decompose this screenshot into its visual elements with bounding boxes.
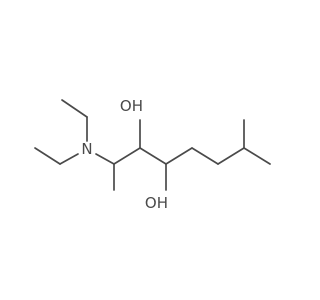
bond-c2-c3: [113, 147, 141, 165]
bond-c5-c6: [191, 147, 219, 165]
nitrogen-label: N: [81, 140, 92, 158]
bond-c6-c7: [217, 147, 245, 165]
hydroxyl-label-bottom: OH: [145, 194, 168, 212]
bond-c7-c8: [243, 147, 271, 165]
bond-c3-c4: [139, 147, 167, 165]
bond-n-c2: [95, 153, 115, 165]
structure-canvas: N OH OH: [34, 97, 271, 212]
bond-ethyl2-ch2-n: [59, 153, 79, 165]
skeletal-formula: N OH OH: [34, 97, 271, 212]
hydroxyl-label-top: OH: [120, 97, 143, 115]
bond-ethyl1-ch3-ch2: [61, 99, 88, 118]
bond-ethyl2-ch3-ch2: [34, 147, 61, 165]
bond-c4-c5: [165, 147, 193, 165]
